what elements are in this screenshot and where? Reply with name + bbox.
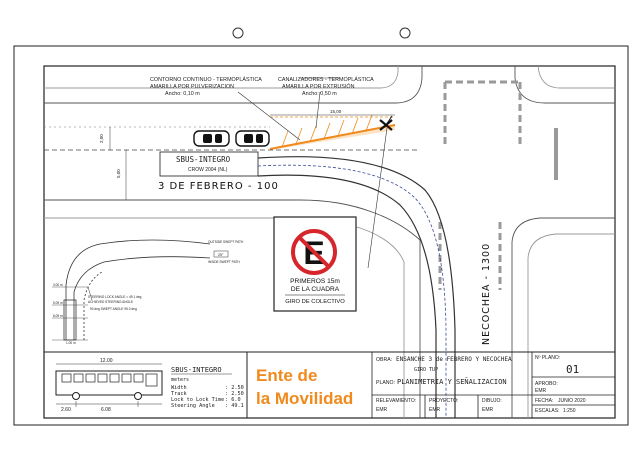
vehicle-row-label-3: Steering Angle	[171, 403, 215, 409]
plano-label: PLANO:	[376, 380, 395, 386]
bus-outline: SBUS-INTEGRO CROW 2004 (NL)	[159, 151, 259, 177]
bus-label: SBUS-INTEGRO	[176, 155, 231, 164]
sheet-border	[13, 45, 629, 426]
annotation-contorno-3: Ancho: 0,10 m	[165, 91, 200, 97]
proyecto-value: EMR	[429, 407, 441, 413]
dibujo-label: DIBUJO:	[482, 398, 502, 404]
vehicle-row-label-1: Track	[171, 391, 187, 397]
vehicle-dim-wheelbase: 6.08	[101, 407, 111, 413]
template-dim-4: 1.00 m	[66, 341, 76, 345]
sign-line-2: DE LA CUADRA	[291, 286, 340, 293]
obra-label: OBRA:	[376, 357, 392, 363]
template-inside-label: INSIDE SWEPT PATH	[208, 260, 240, 264]
vehicle-row-label-0: Width	[171, 385, 187, 391]
annotation-leaders	[237, 77, 388, 269]
sign-post-symbol	[379, 115, 393, 131]
curb-lines	[44, 65, 615, 418]
dibujo-value: EMR	[482, 407, 494, 413]
dim-left-a: 2,00	[99, 134, 104, 143]
escalas-value: 1:250	[563, 408, 576, 414]
bus-swept-path	[257, 156, 456, 418]
vehicle-dim-front: 2.60	[61, 407, 71, 413]
annotation-canal-1: CANALIZADORES - TERMOPLÁSTICA	[278, 76, 374, 83]
vehicle-row-value-2: : 6.0	[225, 397, 241, 403]
aprobo-label: APROBO:	[535, 381, 558, 387]
nplano-value: 01	[566, 363, 579, 376]
vehicle-row-value-0: : 2.50	[225, 385, 244, 391]
escalas-label: ESCALAS:	[535, 408, 559, 414]
fecha-label: FECHA:	[535, 398, 553, 404]
punch-hole-left	[232, 27, 244, 39]
parked-cars	[193, 130, 270, 147]
car-1	[193, 130, 230, 147]
vehicle-units: meters	[171, 377, 189, 383]
stop-lines	[438, 80, 522, 290]
street-name-horizontal: 3 DE FEBRERO - 100	[158, 181, 279, 192]
street-name-vertical: NECOCHEA - 1300	[481, 243, 492, 345]
relevamiento-label: RELEVAMIENTO:	[376, 398, 416, 404]
template-dim-1: 3.00 m	[53, 283, 63, 287]
no-parking-sign: E PRIMEROS 15m DE LA CUADRA GIRO DE COLE…	[273, 216, 357, 312]
aprobo-value: EMR	[535, 388, 547, 394]
annotation-canal-2: AMARILLA POR EXTRUSIÓN	[282, 83, 355, 90]
sign-line-1: PRIMEROS 15m	[290, 278, 340, 285]
obra-value: ENSANCHE 3 de FEBRERO Y NECOCHEA	[396, 356, 512, 363]
annotation-contorno-1: CONTORNO CONTINUO - TERMOPLÁSTICA	[150, 76, 262, 83]
annotation-canal-3: Ancho: 0,50 m	[302, 91, 337, 97]
turning-template	[52, 239, 229, 341]
curb-extension	[269, 114, 396, 150]
template-dim-2: 5.09 m	[53, 301, 63, 305]
bus-sublabel: CROW 2004 (NL)	[188, 167, 228, 173]
template-radius-1: STEERING LOCK ANGLE = 49.1 deg	[88, 295, 142, 299]
info-table	[371, 352, 615, 418]
template-radius-3: 90 deg SWEPT ANGLE 95.0 deg	[90, 307, 137, 311]
annotation-contorno-2: AMARILLA POR PULVERIZACION	[150, 84, 234, 90]
relevamiento-value: EMR	[376, 407, 388, 413]
sign-line-3: GIRO DE COLECTIVO	[285, 299, 345, 305]
logo-line-2: la Movilidad	[256, 389, 353, 408]
fecha-value: JUNIO 2020	[558, 398, 586, 404]
punch-hole-right	[399, 27, 411, 39]
vehicle-row-value-1: : 2.50	[225, 391, 244, 397]
vehicle-row-value-3: : 49.1	[225, 403, 244, 409]
logo-line-1: Ente de	[256, 366, 317, 385]
vehicle-spec: 12.00 2.60 6.08 SBUS-INTEGRO meters Widt…	[55, 358, 244, 413]
vehicle-row-label-2: Lock to Lock Time	[171, 397, 224, 403]
car-2	[235, 130, 270, 147]
template-arrow-label: 25°	[218, 253, 224, 257]
vehicle-overall-length: 12.00	[100, 358, 113, 364]
template-radius-2: ACHIEVED STEERING ANGLE	[88, 300, 133, 304]
dim-left-b: 5,00	[116, 169, 121, 178]
template-outside-label: OUTSIDE SWEPT PATH	[208, 240, 244, 244]
nplano-label: Nº PLANO:	[535, 355, 560, 361]
plano-value: PLANIMETRIA Y SEÑALIZACION	[397, 377, 507, 386]
dim-top: 15,00	[330, 109, 342, 114]
drawing-frame	[43, 65, 616, 419]
obra-sub: GIRO TUP	[414, 367, 438, 373]
vehicle-name: SBUS-INTEGRO	[171, 366, 222, 374]
dimension-lines	[109, 114, 395, 200]
template-dim-3: 8.09 m	[53, 314, 63, 318]
proyecto-label: PROYECTO:	[429, 398, 458, 404]
